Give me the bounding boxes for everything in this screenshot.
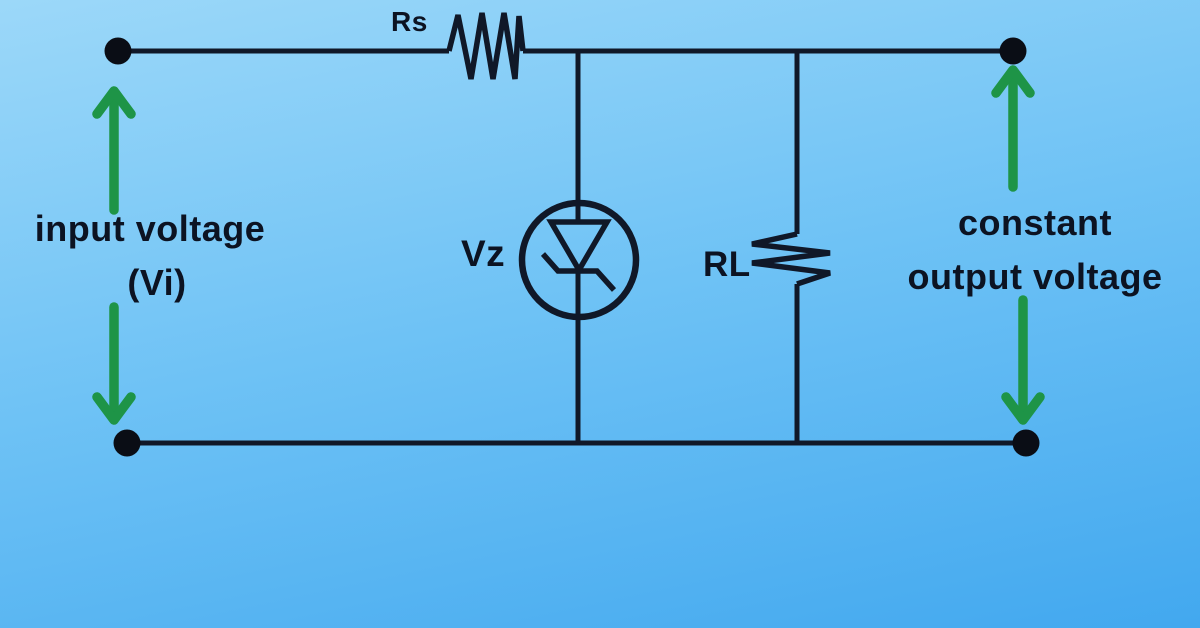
output-voltage-label: constant output voltage — [880, 196, 1190, 304]
input-voltage-up-arrow-icon — [92, 86, 136, 215]
output-voltage-down-arrow-icon — [1001, 295, 1045, 425]
resistor-rl-icon — [751, 231, 831, 287]
node-dot-top-left — [104, 37, 132, 65]
rl-label: RL — [703, 245, 751, 284]
input-voltage-label-line2: (Vi) — [127, 262, 187, 303]
resistor-rs-icon — [446, 12, 526, 80]
output-voltage-label-line1: constant — [957, 202, 1112, 243]
input-voltage-label-line1: input voltage — [34, 208, 266, 249]
vz-label: Vz — [461, 233, 506, 274]
node-dot-top-right — [999, 37, 1027, 65]
node-dot-bottom-right — [1012, 429, 1040, 457]
zener-diode-cathode-bar-icon — [540, 252, 617, 292]
zener-diode-circle-icon — [518, 199, 640, 321]
zener-diode-triangle-icon — [546, 219, 612, 276]
node-dot-bottom-left — [113, 429, 141, 457]
input-voltage-down-arrow-icon — [92, 302, 136, 425]
rs-label: Rs — [391, 6, 428, 37]
output-voltage-label-line2: output voltage — [907, 256, 1163, 297]
input-voltage-label: input voltage (Vi) — [10, 202, 290, 310]
output-voltage-up-arrow-icon — [991, 65, 1035, 192]
